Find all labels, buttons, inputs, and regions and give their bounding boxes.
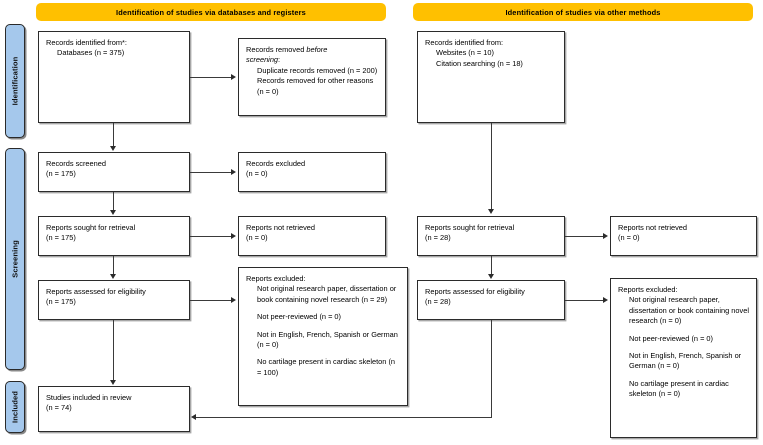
arrowhead-down (487, 274, 494, 279)
line: No cartilage present in cardiac skeleton… (257, 357, 396, 377)
spacer (246, 305, 400, 312)
spacer (246, 350, 400, 357)
line: Reports excluded: (618, 285, 678, 294)
stage-tab-included: Included (5, 381, 25, 433)
line: (n = 28) (425, 233, 451, 243)
line: Records removed before (246, 45, 328, 54)
line: Records identified from*: (46, 38, 127, 47)
connector-sought-right-to-notretrieved (565, 236, 604, 238)
line: Not original research paper, dissertatio… (257, 284, 397, 304)
line: Not in English, French, Spanish or Germa… (257, 329, 398, 350)
stage-label-screening: Screening (10, 240, 20, 278)
line: Records screened (46, 159, 106, 168)
line: Reports not retrieved (618, 223, 688, 232)
stage-tab-identification: Identification (5, 24, 25, 138)
line: (n = 175) (46, 233, 76, 243)
connector-assessed-right-to-excluded (565, 300, 604, 302)
arrowhead-down (109, 146, 116, 151)
line: Reports assessed for eligibility (46, 287, 146, 296)
box-reports-not-retrieved-right: Reports not retrieved (n = 0) (610, 216, 757, 256)
line: Records removed for other reasons (n = 0… (257, 76, 374, 96)
line: Citation searching (n = 18) (436, 58, 523, 68)
connector-identified-to-removed (190, 77, 232, 79)
arrowhead-right (231, 232, 236, 239)
line: (n = 0) (618, 233, 640, 243)
arrowhead-right (231, 168, 236, 175)
line: No cartilage present in cardiac skeleton… (629, 378, 729, 399)
connector-identified-other-to-sought (491, 123, 493, 209)
header-other-methods: Identification of studies via other meth… (413, 3, 753, 21)
box-reports-excluded-right: Reports excluded: Not original research … (610, 278, 757, 438)
connector-assessed-to-excluded (190, 300, 232, 302)
arrowhead-down (109, 380, 116, 385)
line: (n = 0) (246, 233, 268, 243)
arrowhead-right (231, 296, 236, 303)
connector-sought-to-notretrieved (190, 236, 232, 238)
box-reports-excluded-left: Reports excluded: Not original research … (238, 267, 408, 406)
line: (n = 175) (46, 169, 76, 179)
spacer (618, 372, 749, 379)
connector-right-branch-to-included (196, 417, 492, 419)
line: Reports assessed for eligibility (425, 287, 525, 296)
box-records-screened: Records screened (n = 175) (38, 152, 190, 192)
header-databases-and-registers: Identification of studies via databases … (36, 3, 386, 21)
line: Records identified from: (425, 38, 504, 47)
arrowhead-right (231, 73, 236, 80)
arrowhead-down (109, 274, 116, 279)
line: Studies included in review (46, 393, 132, 402)
line: Duplicate records removed (n = 200) (257, 65, 378, 75)
line: Not peer-reviewed (n = 0) (629, 333, 714, 343)
line: Records excluded (246, 159, 306, 168)
arrowhead-left (191, 413, 196, 420)
line: Reports excluded: (246, 274, 306, 283)
line: Reports sought for retrieval (46, 223, 136, 232)
box-reports-assessed-left: Reports assessed for eligibility (n = 17… (38, 280, 190, 320)
connector-assessed-to-included (113, 320, 115, 380)
box-reports-sought-right: Reports sought for retrieval (n = 28) (417, 216, 565, 256)
connector-screened-to-sought (113, 192, 115, 211)
emphasis-screening: screening (246, 55, 279, 65)
line: Not original research paper, dissertatio… (629, 295, 749, 326)
arrowhead-down (109, 210, 116, 215)
emphasis-before: before (306, 45, 328, 54)
connector-right-branch-down (491, 320, 493, 418)
line: Websites (n = 10) (436, 48, 494, 58)
connector-sought-right-to-assessed (491, 256, 493, 275)
line: (n = 74) (46, 403, 72, 413)
box-records-identified: Records identified from*: Databases (n =… (38, 31, 190, 123)
connector-screened-to-excluded (190, 172, 232, 174)
stage-label-identification: Identification (10, 56, 20, 106)
line: (n = 28) (425, 297, 451, 307)
spacer (618, 327, 749, 334)
arrowhead-down (487, 209, 494, 214)
connector-identified-to-screened (113, 123, 115, 147)
box-studies-included: Studies included in review (n = 74) (38, 386, 190, 432)
box-reports-assessed-right: Reports assessed for eligibility (n = 28… (417, 280, 565, 320)
spacer (246, 323, 400, 330)
box-reports-sought-left: Reports sought for retrieval (n = 175) (38, 216, 190, 256)
line: Not in English, French, Spanish or Germa… (629, 351, 742, 371)
line: screening: (246, 55, 281, 65)
box-records-identified-other: Records identified from: Websites (n = 1… (417, 31, 565, 123)
line: Reports not retrieved (246, 223, 316, 232)
stage-tab-screening: Screening (5, 148, 25, 370)
arrowhead-right (603, 296, 608, 303)
arrowhead-right (603, 232, 608, 239)
box-reports-not-retrieved-left: Reports not retrieved (n = 0) (238, 216, 386, 256)
box-records-removed: Records removed before screening: Duplic… (238, 38, 386, 116)
box-records-excluded: Records excluded (n = 0) (238, 152, 386, 192)
spacer (618, 344, 749, 351)
line: Databases (n = 375) (57, 48, 125, 58)
stage-label-included: Included (10, 390, 20, 424)
line: (n = 0) (246, 169, 268, 179)
line: Reports sought for retrieval (425, 223, 515, 232)
line: Not peer-reviewed (n = 0) (257, 312, 342, 322)
line: (n = 175) (46, 297, 76, 307)
connector-sought-to-assessed (113, 256, 115, 275)
